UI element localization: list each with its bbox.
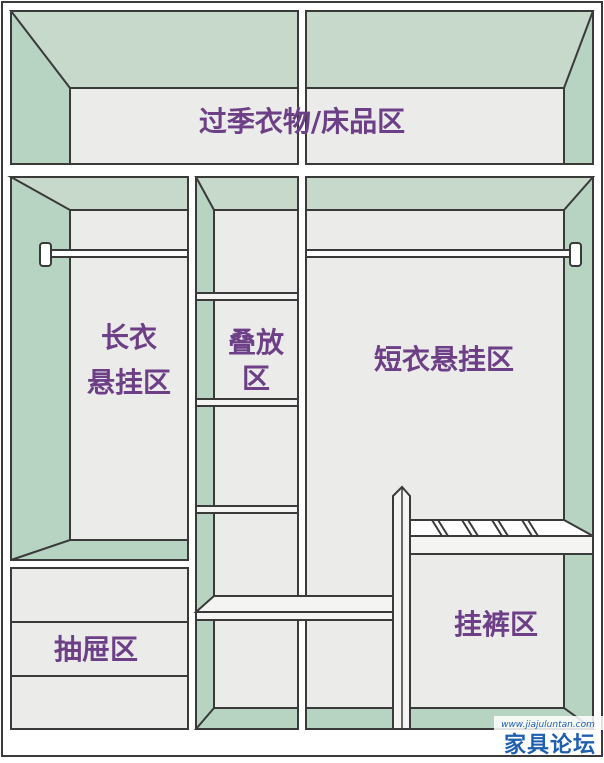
long-hanging-rod <box>39 242 189 267</box>
watermark-name: 家具论坛 <box>504 732 596 758</box>
watermark: www.jiajuluntan.com 家具论坛 <box>494 716 604 758</box>
short-zone-label: 短衣悬挂区 <box>374 343 514 376</box>
bottom-shelf-board <box>193 595 411 621</box>
drawer-section <box>10 567 189 730</box>
folded-shelf-boards <box>195 292 299 514</box>
pants-divider-post <box>392 485 411 730</box>
long-zone-label-line2: 悬挂区 <box>87 366 171 399</box>
folded-shelves-section <box>193 176 299 730</box>
short-hanging-section <box>305 176 597 730</box>
top-zone-label: 过季衣物/床品区 <box>199 105 405 138</box>
top-right-cabinet <box>305 10 595 165</box>
drawer-zone-label: 抽屉区 <box>54 633 138 666</box>
folded-zone-label-line2: 区 <box>242 362 270 395</box>
watermark-url: www.jiajuluntan.com <box>501 720 595 730</box>
folded-zone-label-line1: 叠放 <box>228 326 285 359</box>
short-hanging-rod <box>305 242 582 267</box>
long-zone-label-line1: 长衣 <box>101 321 157 354</box>
pants-zone-label: 挂裤区 <box>454 608 538 641</box>
long-hanging-section <box>7 176 189 561</box>
top-left-cabinet <box>8 10 299 165</box>
pants-rack <box>409 519 594 555</box>
